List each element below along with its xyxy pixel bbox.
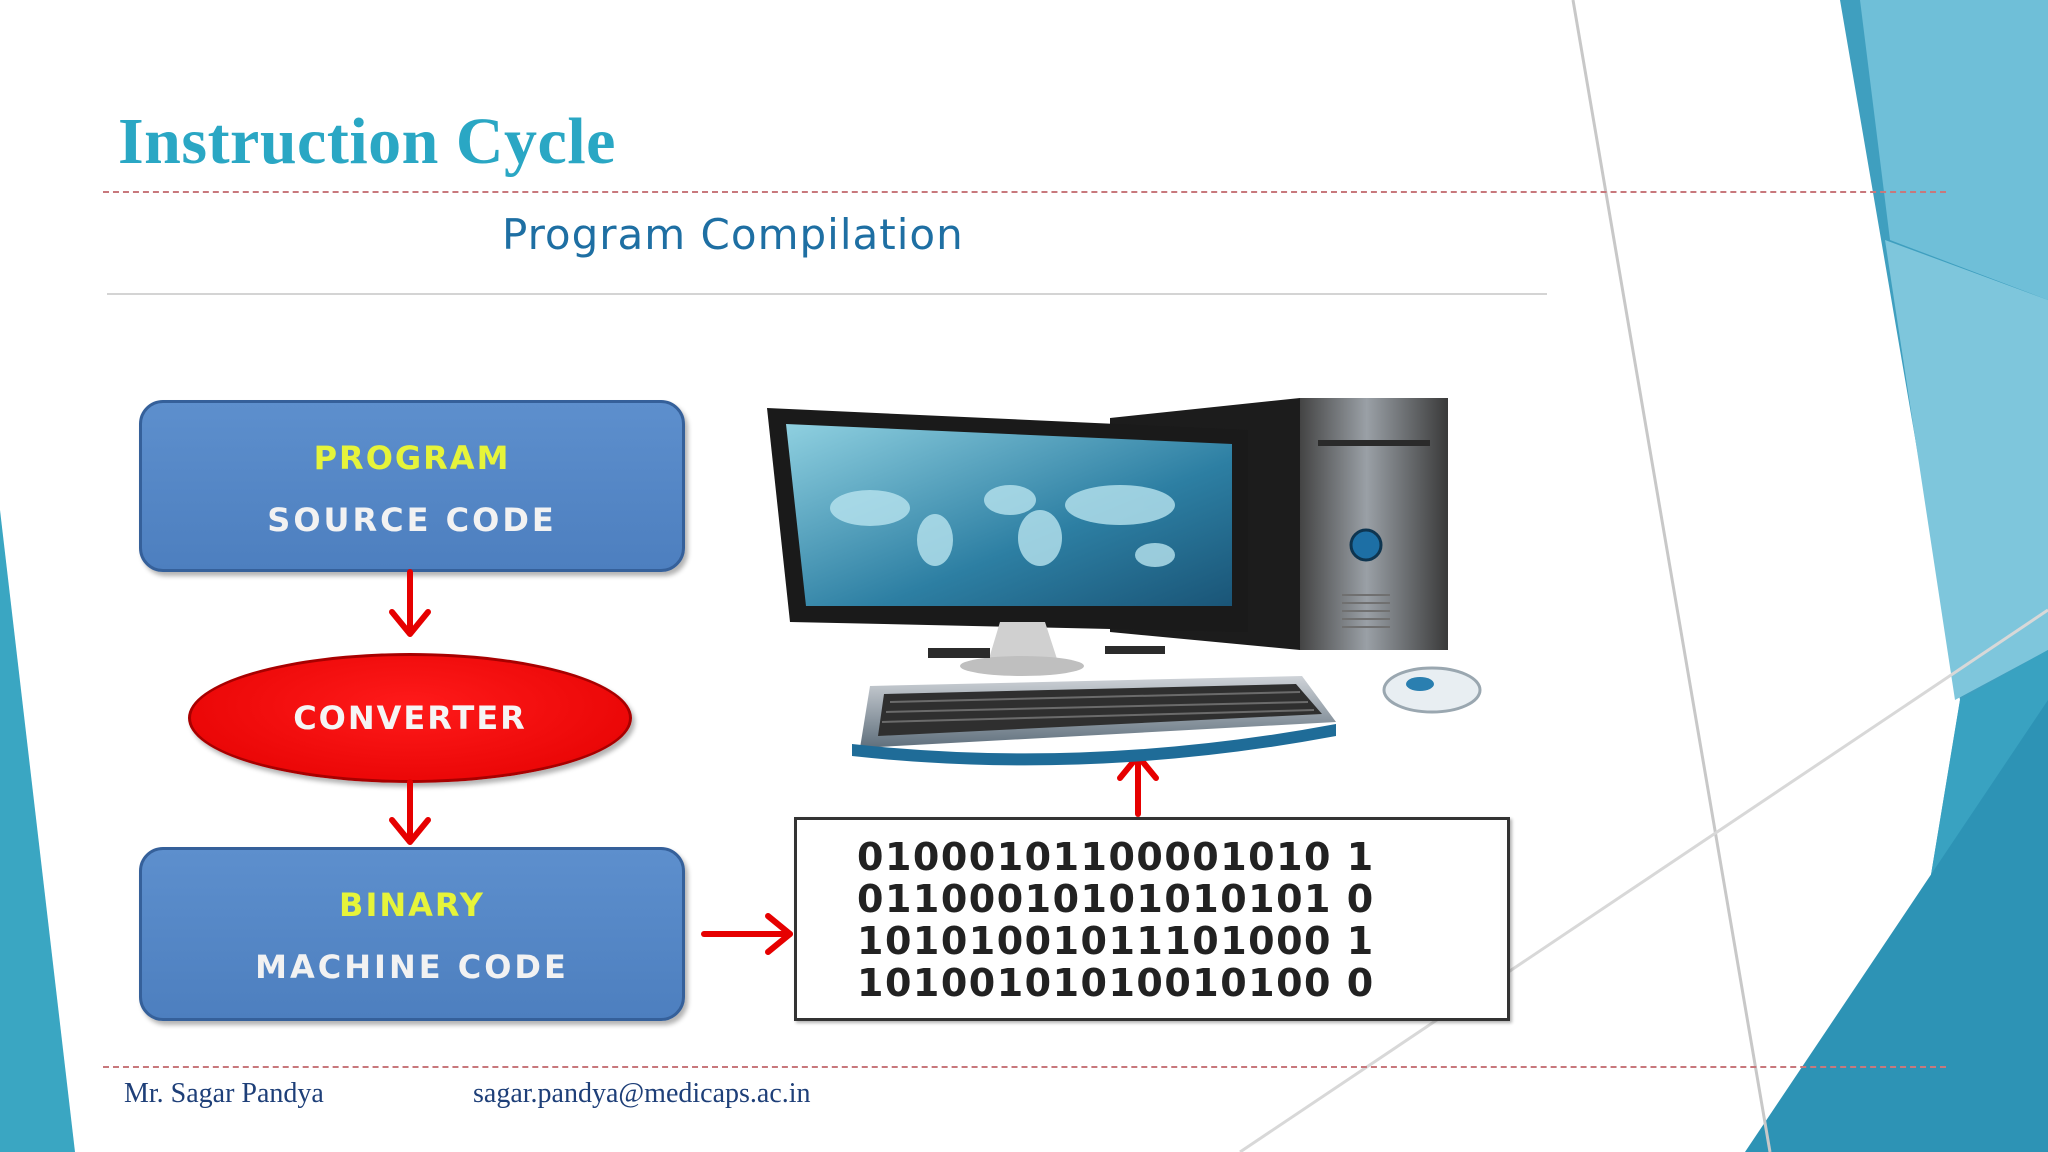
footer-author: Mr. Sagar Pandya xyxy=(124,1078,324,1109)
arrow-source-to-converter xyxy=(389,569,431,637)
binary-output-box: 01000101100001010 1 01100010101010101 0 … xyxy=(794,817,1510,1021)
footer-divider xyxy=(103,1066,1946,1068)
source-code-box: PROGRAM SOURCE CODE xyxy=(139,400,685,572)
binary-line: 01000101100001010 1 xyxy=(857,835,1375,879)
arrow-converter-to-binary xyxy=(389,779,431,845)
binary-line: 01100010101010101 0 xyxy=(857,877,1375,921)
monitor-icon xyxy=(767,408,1248,676)
footer-email: sagar.pandya@medicaps.ac.in xyxy=(473,1078,811,1109)
mouse-icon xyxy=(1382,666,1482,714)
source-box-heading: PROGRAM xyxy=(313,439,511,477)
slide-title: Instruction Cycle xyxy=(118,105,616,178)
title-divider xyxy=(103,191,1946,193)
diagram-title: Program Compilation xyxy=(502,210,964,259)
binary-box-label: MACHINE CODE xyxy=(255,948,569,986)
diagram-title-underline xyxy=(107,293,1547,295)
binary-box-heading: BINARY xyxy=(339,886,485,924)
binary-line: 10100101010010100 0 xyxy=(857,961,1375,1005)
arrow-binary-to-output xyxy=(701,913,793,955)
machine-code-box: BINARY MACHINE CODE xyxy=(139,847,685,1021)
binary-line: 10101001011101000 1 xyxy=(857,919,1375,963)
source-box-label: SOURCE CODE xyxy=(267,501,557,539)
converter-ellipse: CONVERTER xyxy=(188,653,632,783)
keyboard-icon xyxy=(852,676,1336,766)
